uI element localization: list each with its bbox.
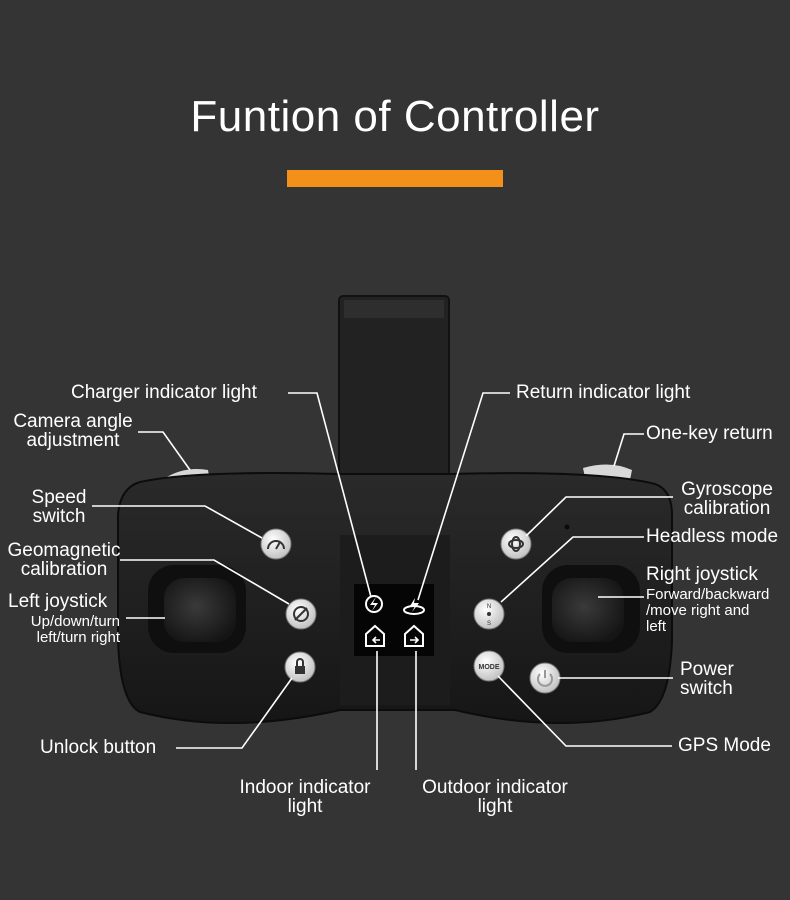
label-unlock-button: Unlock button xyxy=(40,737,157,758)
title-underline xyxy=(287,170,503,187)
speed-icon xyxy=(267,540,285,550)
label-power-switch: Power switch xyxy=(680,659,734,699)
label-charger-indicator: Charger indicator light xyxy=(71,382,257,403)
label-speed-switch: Speed switch xyxy=(31,487,87,527)
label-outdoor-indicator: Outdoor indicator light xyxy=(422,777,568,817)
label-right-joystick-desc: Forward/backward /move right and left xyxy=(646,586,770,635)
charge-icon xyxy=(365,595,383,613)
label-left-joystick-desc: Up/down/turn left/turn right xyxy=(30,613,120,646)
return-icon xyxy=(403,598,425,615)
label-right-joystick: Right joystick xyxy=(646,564,758,585)
label-one-key-return: One-key return xyxy=(646,423,773,444)
gps-mode-button[interactable]: MODE xyxy=(473,650,505,682)
gyroscope-icon xyxy=(508,536,524,552)
label-indoor-indicator: Indoor indicator light xyxy=(239,777,371,817)
mode-text: MODE xyxy=(479,664,500,671)
left-joystick[interactable] xyxy=(148,565,246,653)
geomagnetic-calibration-button[interactable] xyxy=(285,598,317,630)
label-camera-angle: Camera angle adjustment xyxy=(13,411,133,451)
lock-icon xyxy=(295,658,305,674)
speed-switch-button[interactable] xyxy=(260,528,292,560)
leader-lines xyxy=(92,392,673,770)
indicator-panel xyxy=(354,584,434,656)
label-geomagnetic: Geomagnetic calibration xyxy=(7,540,121,580)
svg-text:N: N xyxy=(487,604,491,610)
gyroscope-calibration-button[interactable] xyxy=(500,528,532,560)
label-gps-mode: GPS Mode xyxy=(678,735,771,756)
indoor-home-icon xyxy=(365,624,385,647)
power-icon xyxy=(537,670,553,687)
page-title: Funtion of Controller xyxy=(190,92,600,141)
status-led xyxy=(564,524,570,530)
unlock-button[interactable] xyxy=(284,651,316,683)
power-switch-button[interactable] xyxy=(529,662,561,694)
label-gyroscope: Gyroscope calibration xyxy=(681,479,773,519)
geomagnetic-icon xyxy=(293,606,309,622)
compass-icon: N S xyxy=(487,604,491,627)
right-joystick[interactable] xyxy=(542,565,640,653)
outdoor-home-icon xyxy=(404,624,424,647)
label-left-joystick: Left joystick xyxy=(8,591,108,612)
svg-text:S: S xyxy=(487,621,491,627)
headless-mode-button[interactable]: N S xyxy=(473,598,505,630)
label-headless-mode: Headless mode xyxy=(646,526,779,547)
label-return-indicator: Return indicator light xyxy=(516,382,691,403)
